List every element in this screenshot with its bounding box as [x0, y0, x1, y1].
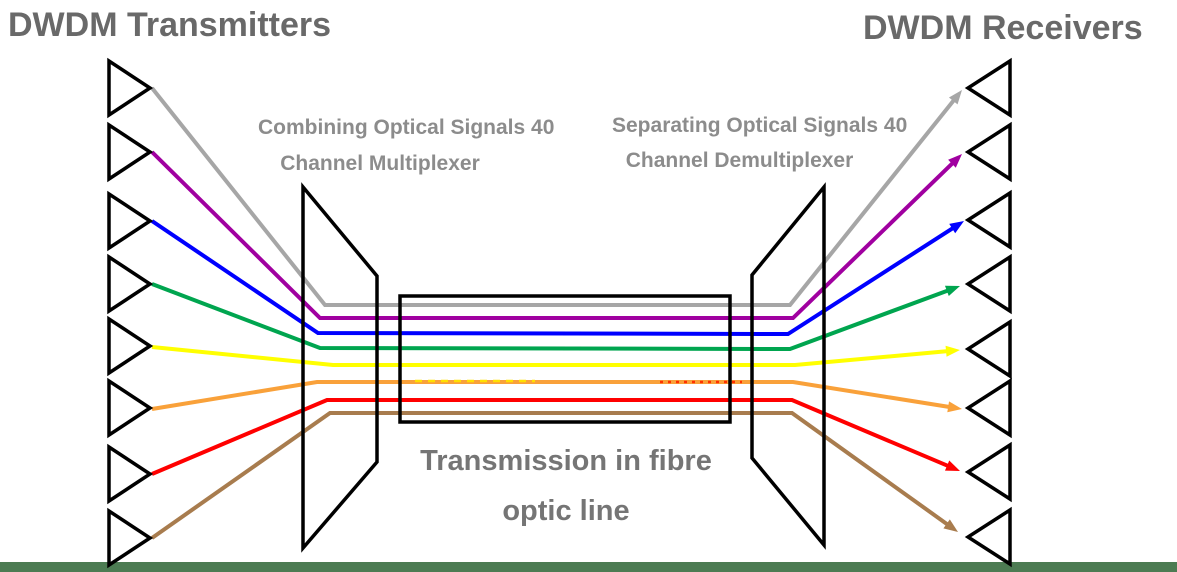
- transmitters-label: DWDM Transmitters: [8, 5, 332, 44]
- receiver-triangle-5: [964, 318, 1012, 380]
- channel-6-orange-line: [151, 380, 952, 411]
- multiplexer-label-box: Combining Optical Signals 40 Channel Mul…: [258, 109, 555, 182]
- transmitter-triangle-5: [107, 315, 154, 377]
- demultiplexer-outline: [750, 182, 826, 550]
- receiver-triangle-7: [964, 441, 1012, 503]
- transmitter-triangle-6: [107, 377, 154, 439]
- demultiplexer-label-line2: Channel Demultiplexer: [625, 149, 854, 172]
- demultiplexer-label-box: Separating Optical Signals 40 Channel De…: [612, 108, 908, 178]
- channel-6-arrowhead: [947, 401, 962, 413]
- channel-1-arrowhead: [948, 90, 962, 105]
- receiver-triangle-2: [964, 121, 1012, 183]
- channel-7-red-line: [151, 398, 951, 476]
- channel-3-blue-line: [150, 219, 956, 337]
- receivers-label: DWDM Receivers: [863, 8, 1143, 47]
- transmitter-triangle-7: [107, 443, 154, 505]
- receiver-triangle-4: [964, 253, 1012, 315]
- channel-5-arrowhead: [945, 345, 960, 357]
- fibre-line-label-line2: optic line: [502, 495, 630, 527]
- transmitters-label-box: DWDM Transmitters: [0, 0, 332, 50]
- receiver-triangle-3: [964, 189, 1012, 251]
- fibre-line-box: [398, 294, 732, 424]
- channel-4-arrowhead: [944, 285, 960, 297]
- transmitter-triangle-8: [107, 507, 154, 569]
- fibre-line-label-box: Transmission in fibre optic line: [402, 434, 730, 538]
- channel-3-arrowhead: [949, 221, 964, 234]
- channel-1-gray-line: [150, 86, 957, 307]
- transmitter-triangle-4: [107, 253, 154, 315]
- receivers-label-box: DWDM Receivers: [853, 2, 1177, 54]
- channel-4-green-line: [151, 282, 951, 352]
- transmitter-triangle-2: [107, 121, 154, 183]
- demultiplexer-label-line1: Separating Optical Signals 40: [612, 114, 908, 137]
- channel-8-brown-line: [150, 411, 951, 540]
- fibre-line-label-line1: Transmission in fibre: [420, 445, 712, 477]
- channel-5-yellow-line: [151, 345, 950, 367]
- multiplexer-outline: [301, 182, 379, 553]
- transmitter-triangle-3: [107, 190, 154, 252]
- receiver-triangle-6: [964, 377, 1012, 439]
- channel-2-arrowhead: [948, 154, 962, 168]
- channel-7-arrowhead: [944, 460, 960, 471]
- channel-8-arrowhead: [943, 519, 958, 532]
- receiver-triangle-8: [964, 506, 1012, 568]
- receiver-triangle-1: [964, 57, 1012, 119]
- multiplexer-label-line1: Combining Optical Signals 40: [258, 115, 555, 139]
- multiplexer-label-line2: Channel Multiplexer: [280, 151, 480, 175]
- transmitter-triangle-1: [107, 57, 154, 119]
- channel-2-purple-line: [150, 150, 956, 320]
- background-strip: [0, 562, 1177, 572]
